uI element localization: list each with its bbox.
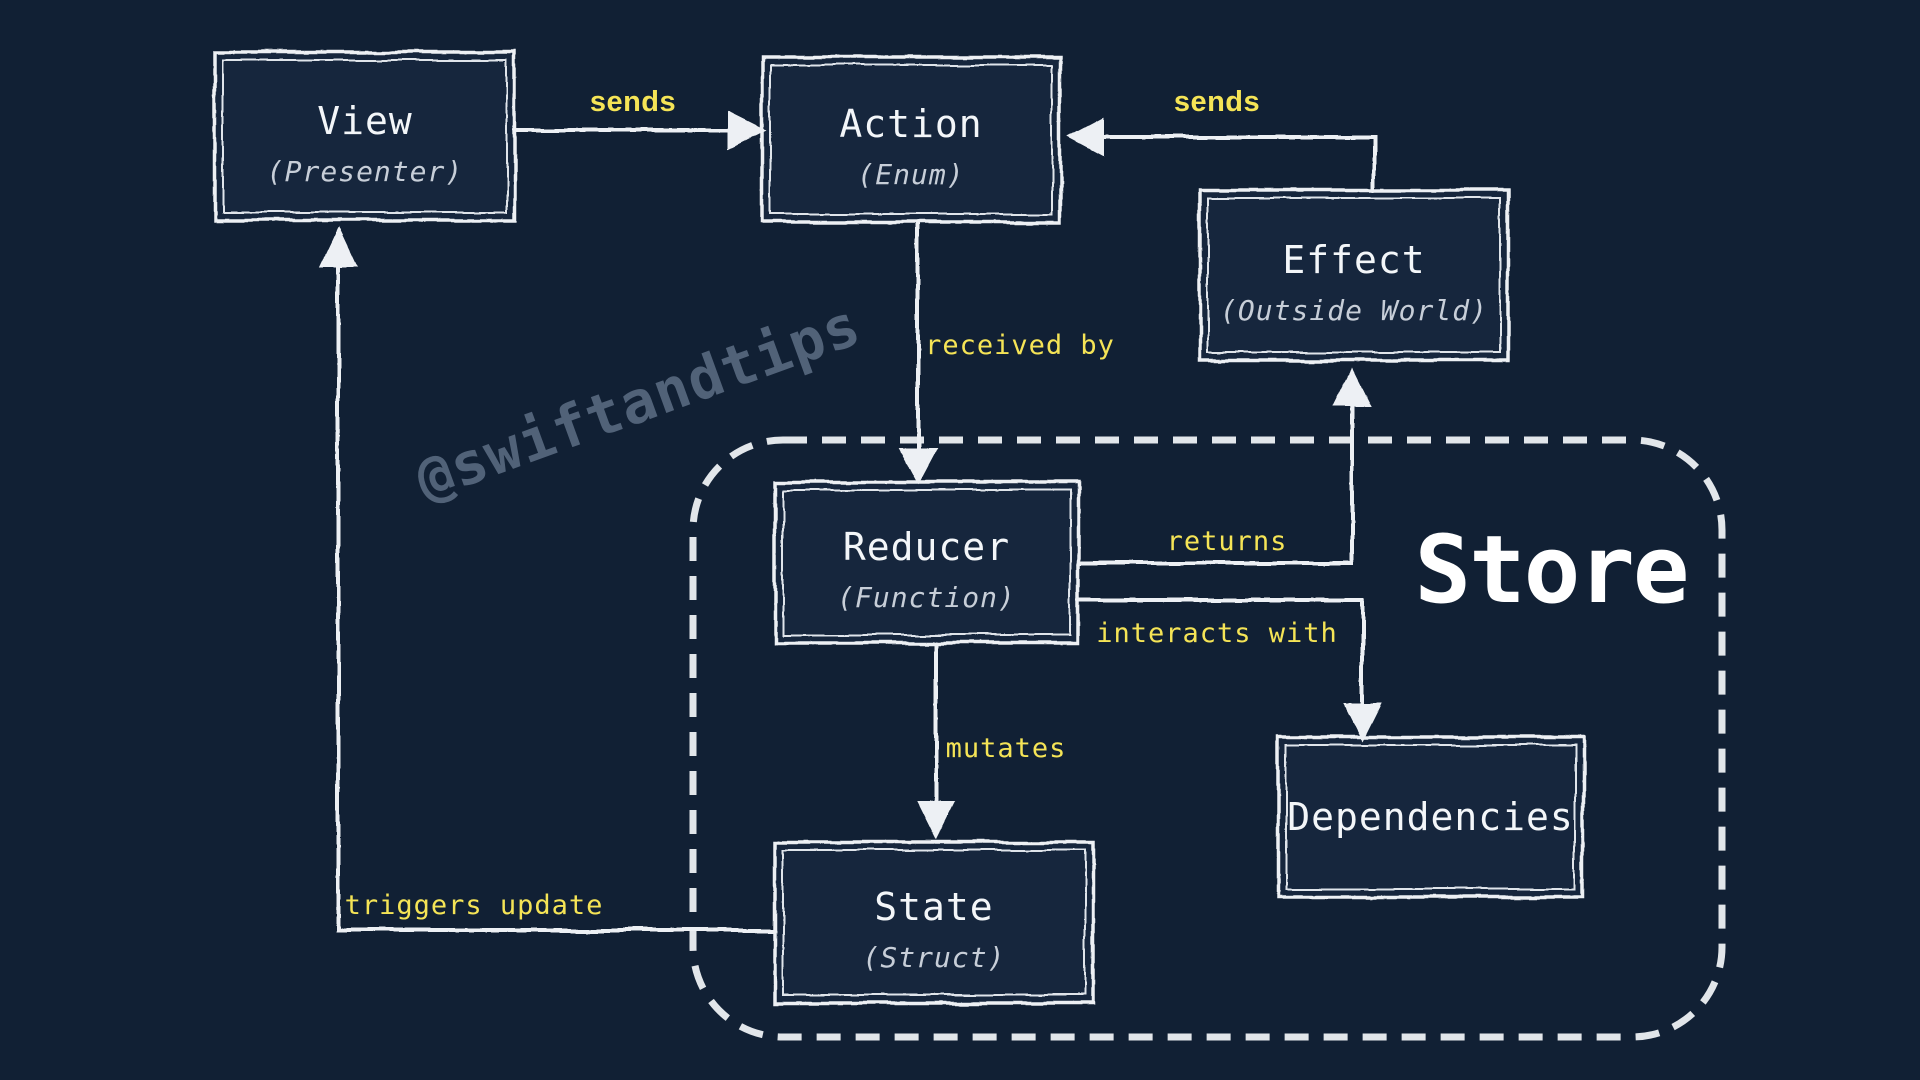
arrow-action-to-reducer: [898, 220, 938, 485]
arrowhead-up-icon: [1332, 368, 1372, 407]
edge-label-effect-sends: sends: [1173, 86, 1261, 118]
edge-label-view-sends: sends: [589, 86, 677, 118]
action-box-border: [760, 55, 1062, 224]
reducer-box-border: [773, 480, 1080, 645]
edge-label-returns: returns: [1166, 526, 1288, 557]
arrowhead-up-icon: [318, 226, 358, 267]
arrow-reducer-to-state: [916, 641, 956, 840]
arrow-reducer-to-dependencies: [1076, 598, 1382, 742]
store-title: Store: [1414, 516, 1690, 625]
edge-label-mutates: mutates: [945, 733, 1067, 764]
arrow-effect-to-action: [1067, 117, 1376, 192]
arrow-reducer-to-effect: [1076, 368, 1372, 565]
arrowhead-right-icon: [728, 110, 767, 150]
effect-box-border: [1198, 188, 1510, 362]
arrow-view-to-action: [513, 110, 767, 150]
dependencies-box-border: [1276, 735, 1585, 899]
store-boundary: [689, 436, 1726, 1041]
edge-label-triggers-update: triggers update: [344, 890, 604, 921]
arrow-state-to-view: [318, 226, 777, 932]
state-box-border: [773, 840, 1095, 1005]
arrowhead-left-icon: [1067, 117, 1104, 157]
edge-label-received-by: received by: [925, 330, 1115, 361]
arrowhead-down-icon: [1342, 703, 1382, 742]
arrowhead-down-icon: [898, 448, 938, 485]
arrowhead-down-icon: [916, 801, 956, 840]
edge-label-interacts-with: interacts with: [1096, 618, 1338, 649]
view-box-border: [213, 50, 517, 222]
